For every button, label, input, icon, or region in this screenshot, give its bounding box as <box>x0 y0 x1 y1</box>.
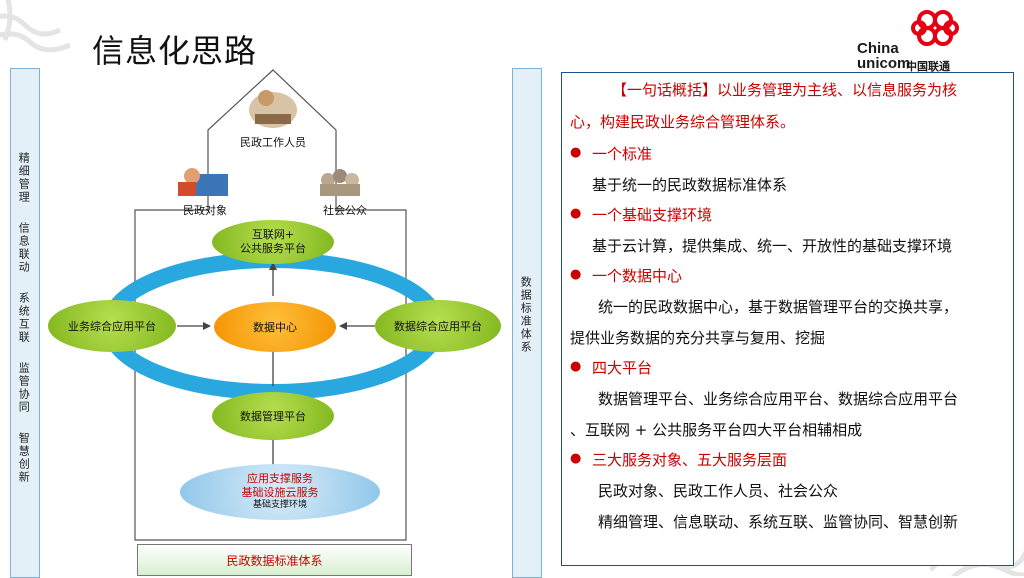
left-side-bar-item-1: 精细管理 <box>17 152 31 204</box>
support-line-1: 应用支撑服务 <box>247 471 313 485</box>
left-side-bar <box>10 68 40 578</box>
summary-line-2: 心，构建民政业务综合管理体系。 <box>570 113 796 131</box>
logo-text-china: China <box>857 40 899 57</box>
middle-side-bar-text: 数据标准体系 <box>519 276 533 354</box>
bullet-dot-2: ● <box>570 206 582 221</box>
node-data-center: 数据中心 <box>214 302 336 352</box>
item-1-heading: 一个标准 <box>592 145 653 163</box>
standard-bar-label: 民政数据标准体系 <box>226 553 323 568</box>
bullet-dot-3: ● <box>570 267 582 282</box>
middle-side-bar <box>512 68 542 578</box>
logo-text-unicom: unicom <box>857 55 911 72</box>
house-outline <box>134 69 407 541</box>
support-ellipse: 应用支撑服务 基础设施云服务 基础支撑环境 <box>180 464 380 520</box>
logo-text-cn: 中国联通 <box>906 60 950 73</box>
bullet-dot-5: ● <box>570 451 582 466</box>
summary-line-1: 【一句话概括】以业务管理为主线、以信息服务为核 <box>612 81 958 99</box>
public-figure-icon <box>320 169 360 196</box>
item-5-body-1: 民政对象、民政工作人员、社会公众 <box>598 482 839 500</box>
item-4-body-1: 数据管理平台、业务综合应用平台、数据综合应用平台 <box>598 390 959 408</box>
node-data-management-platform: 数据管理平台 <box>212 392 334 440</box>
item-2-heading: 一个基础支撑环境 <box>592 206 713 224</box>
support-line-2: 基础设施云服务 <box>241 486 319 500</box>
item-3-body-1: 统一的民政数据中心，基于数据管理平台的交换共享， <box>598 298 959 316</box>
node-internet-public-service: 互联网+ 公共服务平台 <box>212 220 334 264</box>
corner-pattern-top-left <box>0 0 70 53</box>
item-2-body-1: 基于云计算，提供集成、统一、开放性的基础支撑环境 <box>592 237 953 255</box>
left-side-bar-item-2: 信息联动 <box>17 222 31 274</box>
bullet-dot-1: ● <box>570 145 582 160</box>
item-3-body-2: 提供业务数据的充分共享与复用、挖掘 <box>570 329 826 347</box>
item-5-body-2: 精细管理、信息联动、系统互联、监管协同、智慧创新 <box>598 513 959 531</box>
left-side-bar-item-4: 监管协同 <box>17 362 31 414</box>
node-business-app-platform: 业务综合应用平台 <box>48 300 176 352</box>
support-line-3: 基础支撑环境 <box>252 500 307 511</box>
item-5-heading: 三大服务对象、五大服务层面 <box>592 451 788 469</box>
item-4-body-2: 、互联网 + 公共服务平台四大平台相辅相成 <box>570 421 863 439</box>
standard-bar: 民政数据标准体系 <box>137 544 412 576</box>
left-side-bar-item-5: 智慧创新 <box>17 432 31 484</box>
slide-title: 信息化思路 <box>92 32 258 70</box>
worker-label: 民政工作人员 <box>240 136 306 149</box>
architecture-diagram: 民政工作人员 民政对象 社会公众 互联网+ 公共服务平台 业务综合应用平台 数据… <box>40 68 501 576</box>
summary-textbox: 【一句话概括】以业务管理为主线、以信息服务为核 心，构建民政业务综合管理体系。 … <box>561 72 1014 566</box>
item-4-heading: 四大平台 <box>592 359 653 377</box>
citizen-label: 民政对象 <box>183 204 227 217</box>
left-side-bar-item-3: 系统互联 <box>17 292 31 344</box>
item-1-body-1: 基于统一的民政数据标准体系 <box>592 176 788 194</box>
node-data-app-platform: 数据综合应用平台 <box>375 300 501 352</box>
public-label: 社会公众 <box>323 204 367 217</box>
citizen-figure-icon <box>178 168 228 196</box>
item-3-heading: 一个数据中心 <box>592 267 683 285</box>
worker-figure-icon <box>249 90 297 128</box>
bullet-dot-4: ● <box>570 359 582 374</box>
unicom-knot-logo <box>911 10 959 46</box>
